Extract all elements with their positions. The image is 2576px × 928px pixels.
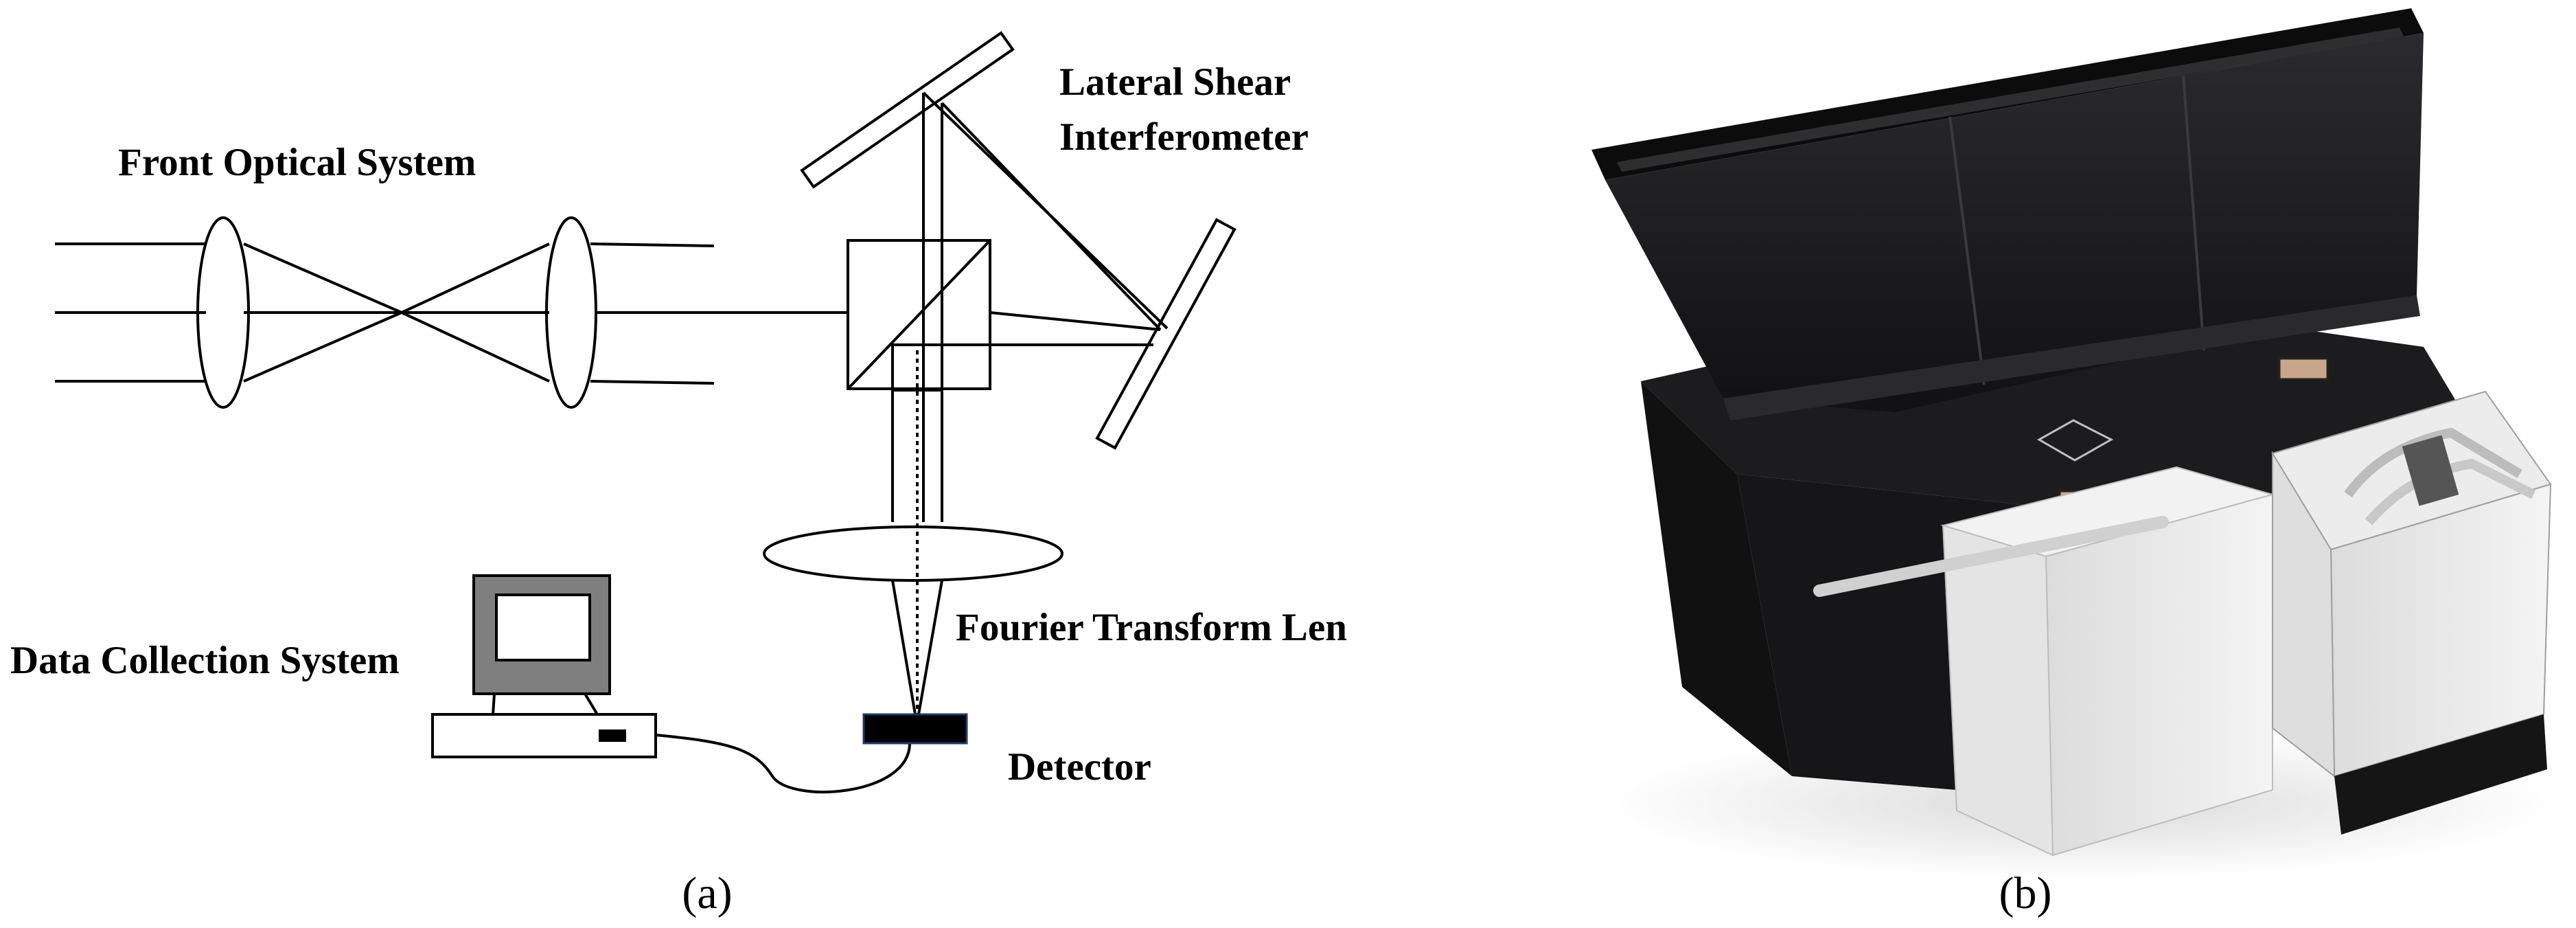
right-base xyxy=(2334,714,2547,835)
label-interferometer: Interferometer xyxy=(1059,115,1309,159)
upper-mirror xyxy=(800,31,1015,189)
computer-base xyxy=(431,713,657,758)
ray-right-return xyxy=(989,311,1161,331)
caption-a: (a) xyxy=(682,868,732,918)
coolant-pipe xyxy=(1813,516,2169,597)
detector-ray-1 xyxy=(891,580,917,715)
beam-splitter-diagonal xyxy=(847,239,991,390)
computer-drive-slot xyxy=(599,729,626,742)
hood-rib-1 xyxy=(1948,116,1986,385)
sheared-output-box xyxy=(891,343,943,392)
data-cable xyxy=(655,734,911,793)
detector xyxy=(862,713,968,745)
main-chassis-side xyxy=(1641,381,1792,776)
detector-ray-2 xyxy=(917,580,943,715)
heat-pipe-block xyxy=(2402,435,2459,506)
focus-ray-2 xyxy=(243,311,402,383)
panel-b-instrument: (b) xyxy=(1476,0,2576,928)
monitor-stand-right xyxy=(584,692,599,716)
collimated-beam-top xyxy=(590,242,715,247)
label-lateral-shear: Lateral Shear xyxy=(1059,60,1291,104)
instrument-render: (b) xyxy=(1591,8,2561,918)
focus-ray-3 xyxy=(401,242,550,314)
hood-lower-flange xyxy=(1723,295,2420,420)
collimated-beam-bottom xyxy=(590,380,715,385)
label-fourier-transform-len: Fourier Transform Len xyxy=(956,606,1347,649)
monitor-screen xyxy=(495,593,591,661)
label-data-collection-system: Data Collection System xyxy=(10,639,400,682)
connector-1 xyxy=(2278,357,2329,381)
hood-body xyxy=(1605,33,2424,412)
right-mirror xyxy=(1095,218,1237,450)
ray-upper-to-right-2 xyxy=(941,102,1162,331)
caption-b: (b) xyxy=(1999,868,2052,918)
monitor-stand-left xyxy=(492,693,496,715)
logo-emblem xyxy=(2036,419,2114,462)
label-front-optical-system: Front Optical System xyxy=(118,141,476,184)
focus-ray-4 xyxy=(401,311,550,383)
schematic-diagram: Front Optical System Lateral Shear Inter… xyxy=(10,31,1347,918)
label-detector: Detector xyxy=(1008,745,1151,789)
white-box-left-side xyxy=(1942,524,2054,857)
hood-slot xyxy=(1617,27,2404,172)
hood-rib-2 xyxy=(2182,75,2205,351)
heat-pipe-1 xyxy=(2344,427,2522,498)
fourier-transform-lens xyxy=(763,525,1063,582)
front-lens-2 xyxy=(545,216,597,409)
focus-ray-1 xyxy=(243,242,402,314)
panel-a-schematic: Front Optical System Lateral Shear Inter… xyxy=(10,31,1347,918)
